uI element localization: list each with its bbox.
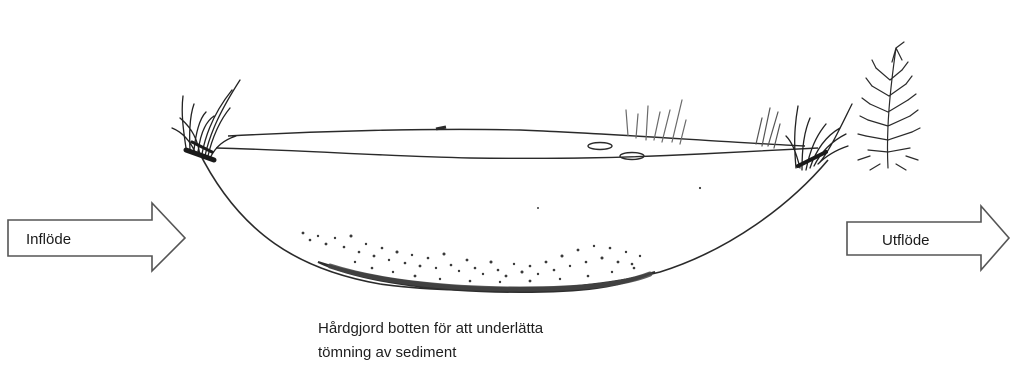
caption-line-1: Hårdgjord botten för att underlätta bbox=[318, 317, 738, 341]
pond-basin bbox=[198, 150, 828, 292]
outflow-label: Utflöde bbox=[882, 232, 930, 249]
outflow-arrow: Utflöde bbox=[847, 206, 1009, 270]
aquatic-plant bbox=[858, 42, 920, 170]
water-line-top bbox=[228, 129, 805, 146]
caption: Hårdgjord botten för att underlätta tömn… bbox=[318, 317, 738, 365]
right-reeds bbox=[756, 108, 780, 148]
basin-outline bbox=[198, 150, 828, 290]
inflow-label: Inflöde bbox=[26, 231, 71, 248]
sediment-dots bbox=[302, 187, 702, 283]
caption-line-2: tömning av sediment bbox=[318, 341, 738, 365]
sediment-shade bbox=[330, 266, 650, 289]
water-line-bottom bbox=[216, 148, 818, 158]
floating-stone-1 bbox=[588, 143, 612, 150]
water-surface bbox=[216, 127, 818, 160]
inflow-arrow: Inflöde bbox=[8, 203, 185, 271]
right-grass bbox=[786, 104, 852, 170]
